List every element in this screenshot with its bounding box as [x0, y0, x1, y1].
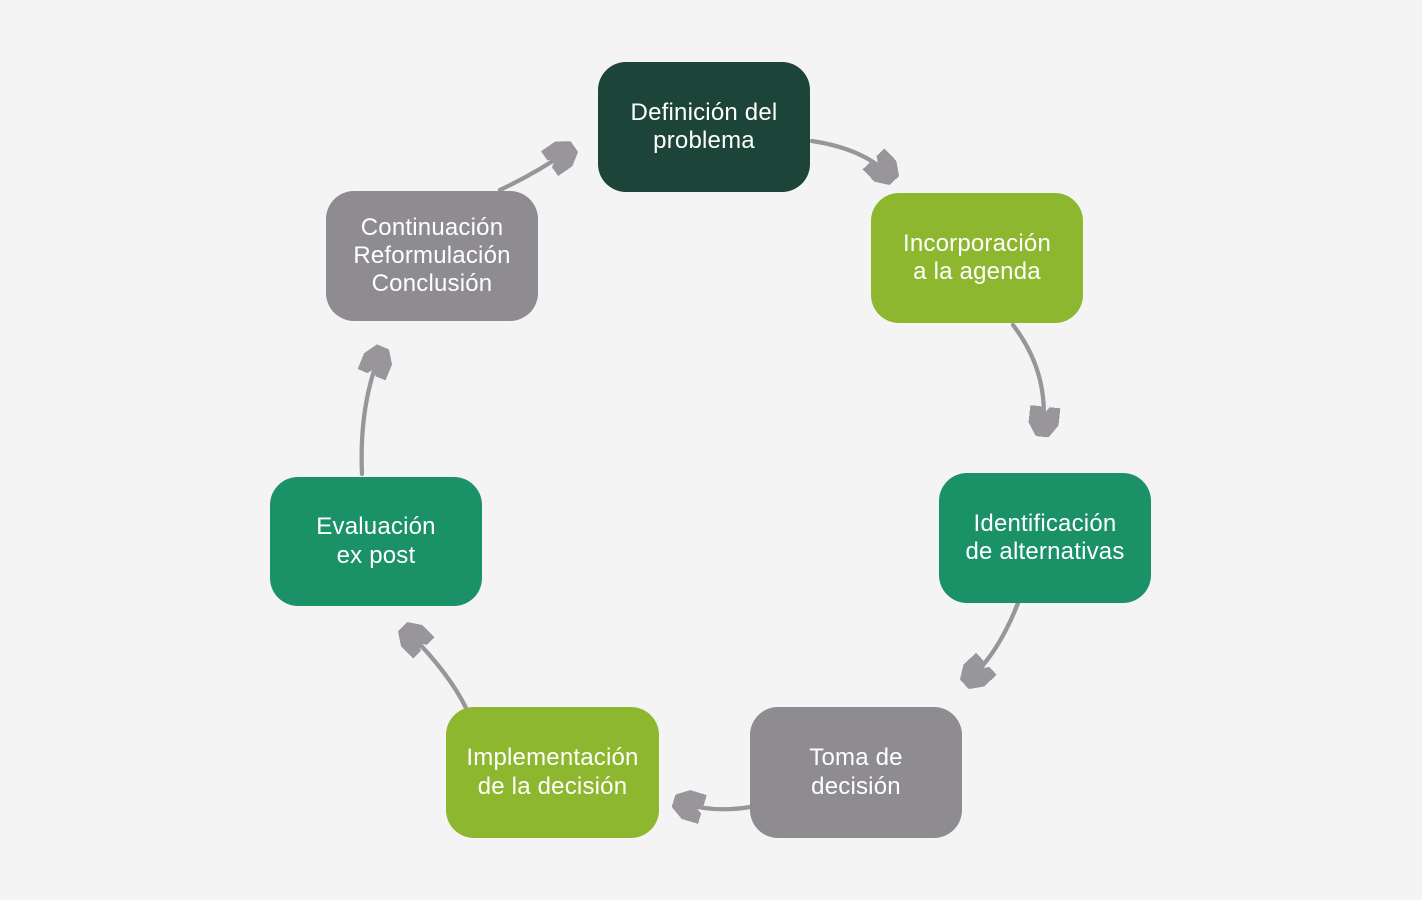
node-label-identificacion-de-alternativas: Identificación de alternativas [965, 509, 1125, 565]
node-implementacion-de-la-decision: Implementación de la decisión [446, 707, 659, 838]
arrow-implementacion-to-evaluacion [408, 632, 469, 711]
node-label-implementacion-de-la-decision: Implementación de la decisión [466, 744, 639, 800]
arrow-incorporacion-to-identificacion [1010, 322, 1044, 429]
node-definicion-del-problema: Definición del problema [598, 62, 810, 192]
node-identificacion-de-alternativas: Identificación de alternativas [939, 473, 1151, 603]
node-label-definicion-del-problema: Definición del problema [630, 98, 778, 154]
node-label-continuacion-reformulacion-conclusion: Continuación Reformulación Conclusión [353, 213, 511, 298]
arrow-evaluacion-to-continuacion [362, 354, 380, 477]
arrow-definicion-to-incorporacion [809, 138, 889, 175]
node-label-evaluacion-ex-post: Evaluación ex post [316, 513, 436, 569]
node-evaluacion-ex-post: Evaluación ex post [270, 477, 482, 606]
node-label-toma-de-decision: Toma de decisión [809, 744, 903, 800]
node-label-incorporacion-a-la-agenda: Incorporación a la agenda [902, 229, 1052, 285]
arrow-continuacion-to-definicion [497, 151, 568, 193]
arrow-identificacion-to-toma [970, 600, 1021, 679]
node-incorporacion-a-la-agenda: Incorporación a la agenda [871, 193, 1083, 323]
node-continuacion-reformulacion-conclusion: Continuación Reformulación Conclusión [326, 191, 538, 321]
node-toma-de-decision: Toma de decisión [750, 707, 962, 838]
arrow-toma-to-implementacion [681, 803, 753, 809]
